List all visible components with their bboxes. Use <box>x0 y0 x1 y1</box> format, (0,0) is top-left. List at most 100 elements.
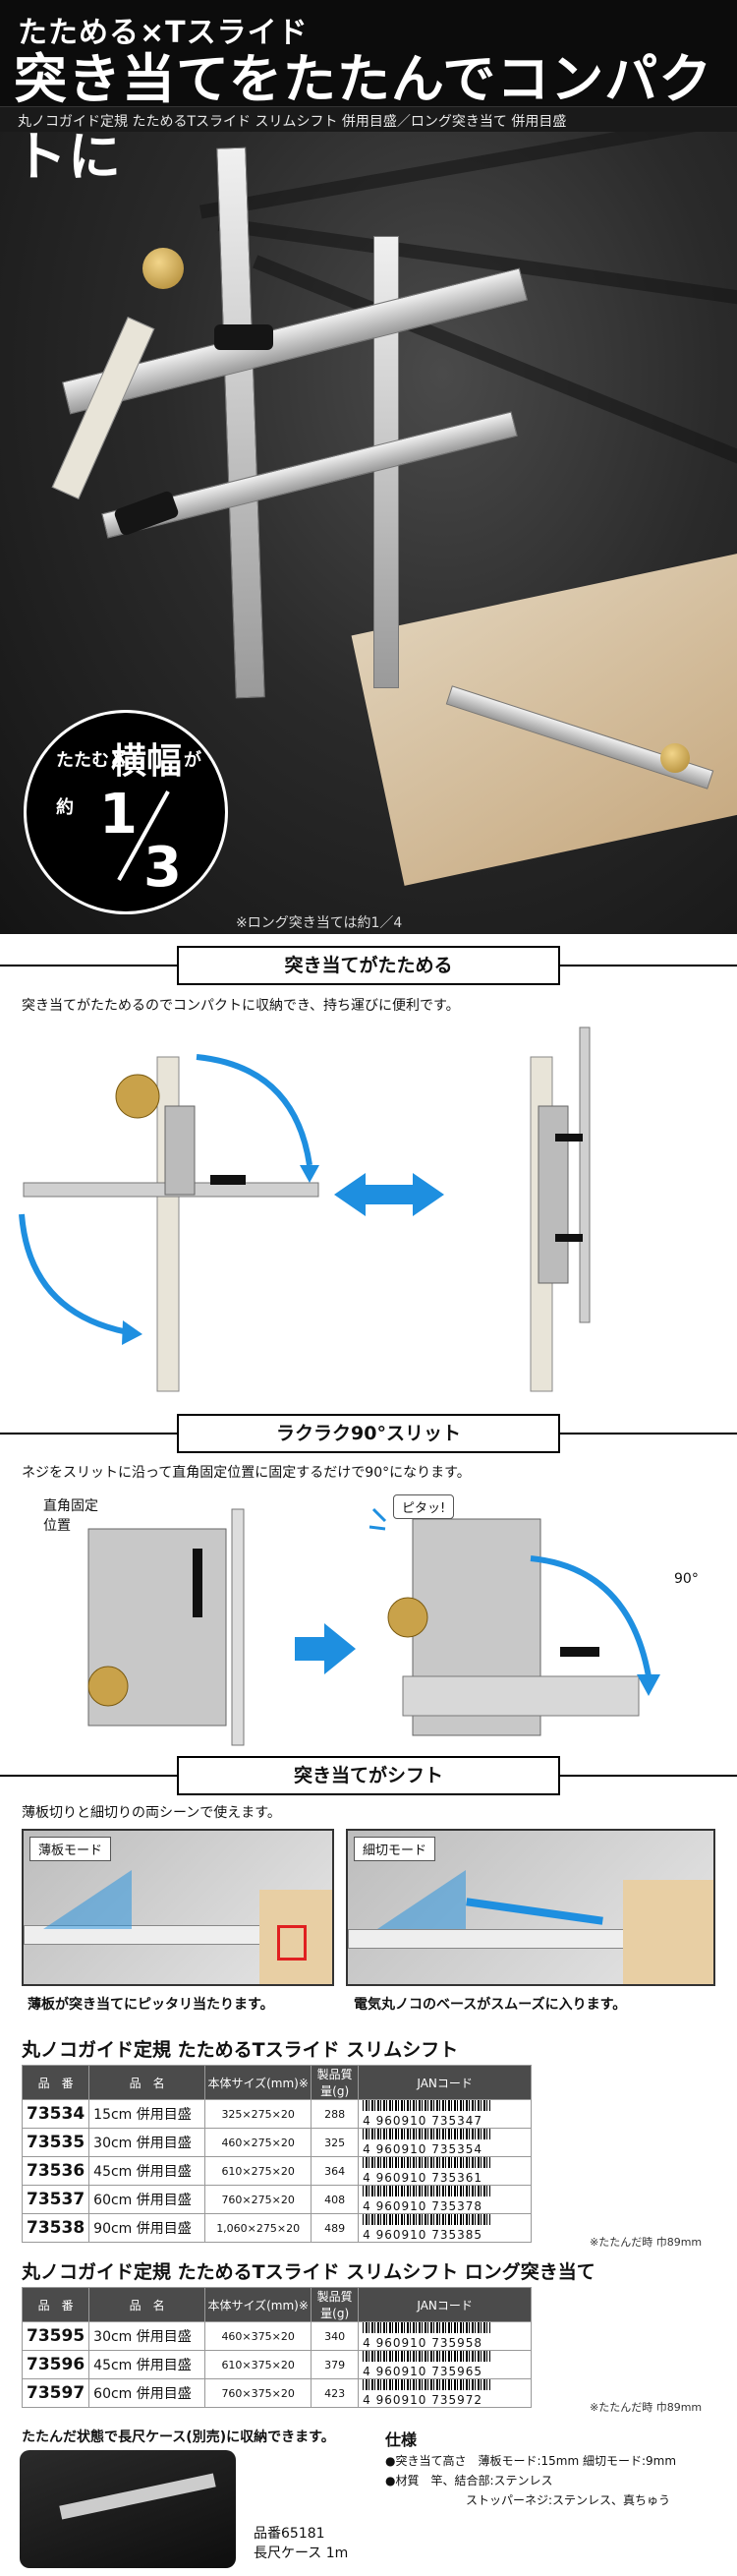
product-line-bar: 丸ノコガイド定規 たためるTスライド スリムシフト 併用目盛／ロング突き当て 併… <box>0 106 737 132</box>
narrow-mode-caption: 電気丸ノコのベースがスムーズに入ります。 <box>354 1997 627 2013</box>
fixed-position-label: 直角固定 位置 <box>43 1498 98 1534</box>
col-header: 製品質量(g) <box>311 2287 360 2322</box>
table-row: 73534 15cm 併用目盛 325×275×20 288 4 960910 … <box>21 2099 533 2129</box>
item-weight: 364 <box>311 2156 360 2186</box>
item-weight: 423 <box>311 2378 360 2408</box>
barcode-icon <box>363 2322 491 2333</box>
table-row: 73596 45cm 併用目盛 610×375×20 379 4 960910 … <box>21 2350 533 2379</box>
item-code: 73595 <box>21 2321 90 2351</box>
slide-block <box>538 1105 569 1284</box>
table2-note: ※たたんだ時 巾89mm <box>590 2401 703 2414</box>
right-arrow-icon <box>295 1623 356 1674</box>
guide-in-case <box>59 2473 216 2520</box>
jan-code: 4 960910 735958 <box>363 2336 483 2350</box>
barcode-icon <box>363 2351 491 2362</box>
item-name: 30cm 併用目盛 <box>88 2321 206 2351</box>
item-weight: 288 <box>311 2099 360 2129</box>
stopper-knob <box>115 1074 160 1119</box>
col-header: 品 番 <box>21 2287 90 2322</box>
lock-lever <box>555 1134 583 1142</box>
jan-code: 4 960910 735965 <box>363 2365 483 2378</box>
lock-lever <box>113 490 180 537</box>
product-table-1: 品 番 品 名 本体サイズ(mm)※ 製品質量(g) JANコード 73534 … <box>21 2065 533 2243</box>
guide-rail <box>231 1508 245 1746</box>
board <box>259 1890 332 1984</box>
jan-code: 4 960910 735378 <box>363 2199 483 2213</box>
impact-mark <box>368 1525 386 1531</box>
table-row: 73536 45cm 併用目盛 610×275×20 364 4 960910 … <box>21 2156 533 2186</box>
narrow-mode-tag: 細切モード <box>354 1837 436 1861</box>
compact-ratio-badge: たたむと 横幅 が 約 1 3 <box>24 710 228 914</box>
stopper-knob <box>87 1666 129 1707</box>
item-name: 90cm 併用目盛 <box>88 2213 206 2243</box>
slide-block <box>164 1105 196 1196</box>
col-header: 本体サイズ(mm)※ <box>204 2065 312 2100</box>
blade-shade <box>377 1870 466 1929</box>
badge-text-pre: たたむと <box>56 750 127 771</box>
item-code: 73534 <box>21 2099 90 2129</box>
item-weight: 379 <box>311 2350 360 2379</box>
table-row: 73537 60cm 併用目盛 760×275×20 408 4 960910 … <box>21 2185 533 2214</box>
lock-lever <box>214 324 273 350</box>
section3-desc: 薄板切りと細切りの両シーンで使えます。 <box>22 1805 281 1821</box>
fold-illustration <box>19 1026 591 1392</box>
case-text: たたんだ状態で長尺ケース(別売)に収納できます。 <box>22 2430 335 2445</box>
item-weight: 325 <box>311 2128 360 2157</box>
col-header: 本体サイズ(mm)※ <box>204 2287 312 2322</box>
item-code: 73536 <box>21 2156 90 2186</box>
hero-title-area <box>0 0 737 118</box>
item-name: 45cm 併用目盛 <box>88 2156 206 2186</box>
item-code: 73538 <box>21 2213 90 2243</box>
highlight-box <box>277 1925 307 1961</box>
barcode-icon <box>363 2214 491 2225</box>
badge-text-big: 横幅 <box>111 741 183 782</box>
lock-lever <box>193 1549 202 1617</box>
case-name: 長尺ケース 1m <box>254 2546 349 2561</box>
angle-label: 90° <box>674 1571 699 1587</box>
item-name: 15cm 併用目盛 <box>88 2099 206 2129</box>
table1-title: 丸ノコガイド定規 たためるTスライド スリムシフト <box>22 2039 459 2061</box>
rotate-arrowhead <box>637 1674 660 1696</box>
lock-lever <box>560 1647 599 1657</box>
jan-cell: 4 960910 735347 <box>358 2099 533 2129</box>
long-case-image <box>20 2450 236 2568</box>
item-name: 45cm 併用目盛 <box>88 2350 206 2379</box>
rotate-arrow <box>530 1555 652 1677</box>
pita-callout: ピタッ! <box>393 1494 455 1519</box>
table1-note: ※たたんだ時 巾89mm <box>590 2236 703 2249</box>
item-code: 73597 <box>21 2378 90 2408</box>
item-name: 60cm 併用目盛 <box>88 2378 206 2408</box>
col-header: 品 名 <box>88 2287 206 2322</box>
badge-text-approx: 約 <box>56 797 74 818</box>
table2-title: 丸ノコガイド定規 たためるTスライド スリムシフト ロング突き当て <box>22 2261 595 2283</box>
item-size: 1,060×275×20 <box>204 2213 312 2243</box>
col-header: 製品質量(g) <box>311 2065 360 2100</box>
table-header-row: 品 番 品 名 本体サイズ(mm)※ 製品質量(g) JANコード <box>21 2287 533 2322</box>
col-header: JANコード <box>358 2065 533 2100</box>
product-line-text: 丸ノコガイド定規 たためるTスライド スリムシフト 併用目盛／ロング突き当て 併… <box>18 114 567 130</box>
stopper-knob <box>142 248 184 289</box>
item-name: 30cm 併用目盛 <box>88 2128 206 2157</box>
table-row: 73538 90cm 併用目盛 1,060×275×20 489 4 96091… <box>21 2213 533 2243</box>
jan-cell: 4 960910 735361 <box>358 2156 533 2186</box>
board <box>623 1880 713 1984</box>
jan-code: 4 960910 735347 <box>363 2114 483 2128</box>
jan-cell: 4 960910 735958 <box>358 2321 533 2351</box>
spec-line: ストッパーネジ:ステンレス、真ちゅう <box>466 2493 671 2507</box>
barcode-icon <box>363 2100 491 2111</box>
stop-bar <box>402 1675 640 1717</box>
section2-title: ラクラク90°スリット <box>177 1414 560 1453</box>
hero-title: 突き当てをたたんでコンパクトに <box>14 48 713 188</box>
spec-title: 仕様 <box>385 2430 418 2449</box>
section3-title: 突き当てがシフト <box>177 1756 560 1795</box>
fraction-slash <box>117 790 170 881</box>
jan-code: 4 960910 735361 <box>363 2171 483 2185</box>
stop-bar-folded <box>579 1026 591 1323</box>
item-size: 460×375×20 <box>204 2321 312 2351</box>
double-arrow-icon <box>334 1173 444 1216</box>
guide-rail <box>348 1929 713 1949</box>
barcode-icon <box>363 2379 491 2390</box>
fold-arrowhead <box>300 1165 319 1183</box>
jan-cell: 4 960910 735385 <box>358 2213 533 2243</box>
table-row: 73535 30cm 併用目盛 460×275×20 325 4 960910 … <box>21 2128 533 2157</box>
